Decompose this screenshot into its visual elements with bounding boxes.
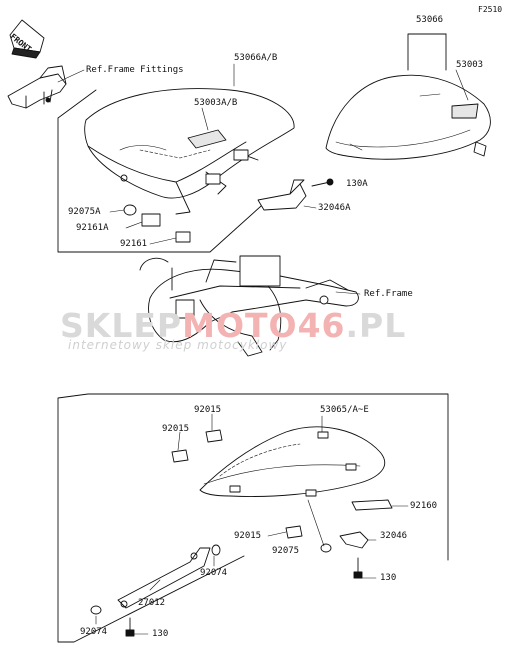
damper-92075a bbox=[123, 204, 137, 216]
seat-hook-32046a bbox=[257, 179, 307, 211]
frame-fitting-bracket bbox=[7, 65, 67, 109]
clip-92015-mid bbox=[285, 525, 303, 539]
watermark-logo: SKLEPMOTO46.PL bbox=[60, 306, 406, 345]
watermark-part3: .PL bbox=[345, 306, 407, 345]
callout-32046a: 32046A bbox=[318, 203, 351, 213]
callout-27012: 27012 bbox=[138, 598, 166, 608]
bolt-92074-upper bbox=[211, 544, 221, 556]
callout-53003: 53003 bbox=[456, 60, 484, 70]
callout-53003ab: 53003A/B bbox=[194, 98, 238, 108]
callout-92015-mid: 92015 bbox=[234, 531, 262, 541]
callout-92075a: 92075A bbox=[68, 207, 101, 217]
clip-92015-top bbox=[205, 429, 223, 443]
callout-32046: 32046 bbox=[380, 531, 408, 541]
hook-32046 bbox=[339, 531, 369, 549]
callout-53065: 53065/A~E bbox=[320, 405, 369, 415]
callout-ref-frame: Ref.Frame bbox=[364, 289, 413, 299]
callout-53066ab: 53066A/B bbox=[234, 53, 278, 63]
passenger-seat bbox=[325, 74, 491, 160]
callout-53066: 53066 bbox=[416, 15, 444, 25]
watermark-part1: SKLEP bbox=[60, 306, 183, 345]
seat-cowl bbox=[199, 426, 386, 497]
watermark-part2: MOTO46 bbox=[182, 306, 346, 345]
upper-group-frame bbox=[57, 89, 271, 253]
damper-92161 bbox=[175, 231, 191, 243]
callout-ref-frame-fittings: Ref.Frame Fittings bbox=[86, 65, 184, 75]
callout-92161: 92161 bbox=[120, 239, 148, 249]
clip-92015-left bbox=[171, 449, 189, 463]
bolt-130a bbox=[311, 178, 334, 187]
damper-92075 bbox=[320, 543, 332, 553]
callout-130-right: 130 bbox=[380, 573, 397, 583]
callout-92074-lower: 92074 bbox=[80, 627, 108, 637]
rider-seat bbox=[84, 88, 295, 215]
watermark-tagline: internetowy sklep motocyklowy bbox=[68, 338, 288, 352]
callout-130-lower: 130 bbox=[152, 629, 169, 639]
bolt-92074-lower bbox=[90, 605, 102, 615]
lower-group-frame bbox=[57, 393, 449, 643]
callout-92074-upper: 92074 bbox=[200, 568, 228, 578]
stay-27012 bbox=[117, 547, 211, 609]
diagram-code: F2510 bbox=[478, 5, 503, 14]
front-arrow-icon bbox=[9, 19, 45, 59]
callout-92015-left: 92015 bbox=[162, 424, 190, 434]
callout-92160: 92160 bbox=[410, 501, 438, 511]
bolt-130-right bbox=[353, 557, 363, 579]
bolt-130-lower bbox=[125, 617, 135, 637]
callout-92075: 92075 bbox=[272, 546, 300, 556]
callout-130a: 130A bbox=[346, 179, 368, 189]
damper-92161a bbox=[141, 213, 161, 227]
callout-92161a: 92161A bbox=[76, 223, 109, 233]
strip-92160 bbox=[351, 499, 393, 511]
motorcycle-frame bbox=[139, 255, 359, 357]
callout-92015-top: 92015 bbox=[194, 405, 222, 415]
